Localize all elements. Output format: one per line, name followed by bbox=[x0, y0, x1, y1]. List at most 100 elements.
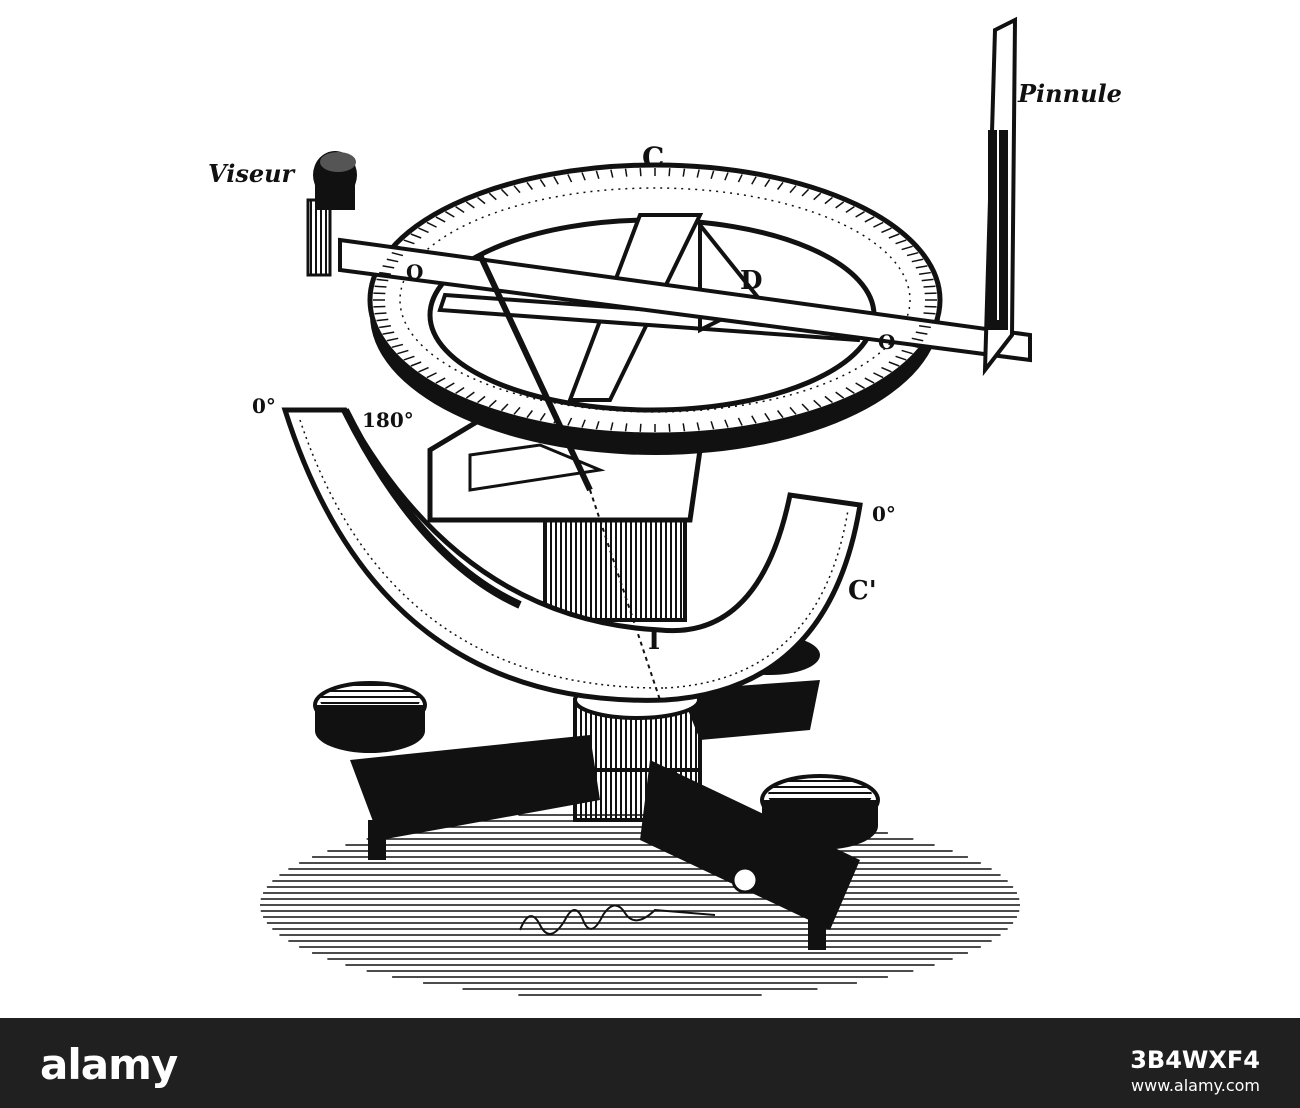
circle-tick bbox=[465, 391, 475, 399]
circle-tick bbox=[567, 417, 573, 426]
stock-url: www.alamy.com bbox=[1131, 1076, 1260, 1095]
circle-tick bbox=[445, 382, 455, 389]
circle-tick bbox=[376, 278, 389, 282]
instrument-drawing bbox=[260, 16, 1032, 996]
circle-tick bbox=[801, 188, 810, 197]
circle-tick bbox=[895, 355, 907, 361]
circle-tick bbox=[382, 265, 395, 269]
circle-tick bbox=[824, 196, 833, 205]
engraving-illustration: Viseur Pinnule C D O O 0° 180° 0° C' I bbox=[208, 16, 1122, 996]
circle-tick bbox=[435, 216, 446, 223]
circle-tick bbox=[376, 318, 389, 322]
circle-tick bbox=[426, 372, 437, 379]
circle-tick bbox=[813, 192, 822, 201]
circle-tick bbox=[789, 185, 797, 194]
vertical-arc bbox=[281, 407, 863, 703]
label-o-left: O bbox=[406, 260, 424, 284]
circle-tick bbox=[923, 312, 936, 315]
circle-tick bbox=[624, 168, 628, 177]
circle-tick bbox=[382, 331, 395, 335]
circle-tick bbox=[403, 239, 415, 245]
circle-tick bbox=[921, 318, 934, 322]
circle-tick bbox=[845, 206, 855, 213]
circle-tick bbox=[864, 377, 875, 384]
circle-tick bbox=[873, 372, 884, 379]
circle-tick bbox=[764, 178, 771, 188]
circle-tick bbox=[539, 178, 546, 188]
circle-tick bbox=[873, 221, 884, 228]
circle-tick bbox=[379, 325, 392, 329]
ground-hatching bbox=[260, 814, 1020, 996]
engraver-signature bbox=[519, 904, 716, 935]
circle-tick bbox=[682, 168, 686, 177]
circle-tick bbox=[921, 278, 934, 282]
circle-tick bbox=[918, 271, 931, 275]
circle-tick bbox=[500, 188, 509, 197]
circle-tick bbox=[835, 201, 845, 209]
circle-tick bbox=[567, 174, 573, 183]
circle-tick bbox=[845, 387, 855, 394]
circle-tick bbox=[397, 349, 409, 355]
circle-tick bbox=[710, 170, 715, 179]
horizontal-circle bbox=[338, 162, 1032, 701]
circle-tick bbox=[374, 285, 387, 288]
circle-tick bbox=[477, 395, 486, 404]
circle-tick bbox=[379, 271, 392, 275]
circle-tick bbox=[901, 349, 913, 355]
circle-tick bbox=[801, 403, 810, 412]
circle-tick bbox=[764, 412, 771, 422]
circle-tick bbox=[639, 423, 642, 432]
circle-tick bbox=[477, 196, 486, 205]
circle-tick bbox=[888, 233, 900, 239]
circle-tick bbox=[374, 312, 387, 315]
circle-tick bbox=[455, 387, 465, 394]
circle-tick bbox=[724, 172, 729, 181]
pinnule-vane bbox=[982, 16, 1018, 377]
circle-tick bbox=[553, 415, 559, 424]
circle-tick bbox=[751, 415, 757, 424]
circle-tick bbox=[455, 206, 465, 213]
circle-tick bbox=[776, 410, 784, 419]
circle-tick bbox=[610, 169, 614, 178]
circle-tick bbox=[668, 168, 671, 177]
label-c-prime: C' bbox=[848, 576, 877, 606]
circle-tick bbox=[391, 343, 404, 349]
circle-tick bbox=[855, 211, 865, 218]
circle-tick bbox=[488, 399, 497, 408]
circle-tick bbox=[500, 403, 509, 412]
circle-tick bbox=[526, 181, 534, 190]
circle-tick bbox=[724, 419, 729, 428]
circle-tick bbox=[888, 361, 900, 367]
circle-tick bbox=[737, 174, 743, 183]
circle-tick bbox=[595, 421, 600, 430]
label-viseur: Viseur bbox=[208, 159, 295, 188]
label-o-right: O bbox=[878, 330, 896, 354]
circle-tick bbox=[901, 245, 913, 251]
circle-tick bbox=[410, 361, 422, 367]
circle-tick bbox=[435, 377, 446, 384]
circle-tick bbox=[895, 239, 907, 245]
circle-tick bbox=[906, 343, 919, 349]
circle-tick bbox=[696, 169, 700, 178]
circle-tick bbox=[403, 355, 415, 361]
circle-tick bbox=[410, 233, 422, 239]
circle-tick bbox=[915, 265, 928, 269]
circle-tick bbox=[539, 412, 546, 422]
circle-tick bbox=[813, 399, 822, 408]
circle-tick bbox=[923, 285, 936, 288]
label-c: C bbox=[642, 141, 665, 174]
circle-tick bbox=[881, 227, 892, 234]
circle-tick bbox=[553, 176, 559, 185]
circle-tick bbox=[418, 366, 429, 373]
circle-tick bbox=[737, 417, 743, 426]
circle-tick bbox=[864, 216, 875, 223]
circle-tick bbox=[397, 245, 409, 251]
circle-tick bbox=[610, 422, 614, 431]
circle-tick bbox=[855, 382, 865, 389]
circle-tick bbox=[581, 419, 586, 428]
circle-tick bbox=[595, 170, 600, 179]
stock-code: 3B4WXF4 bbox=[1130, 1046, 1260, 1074]
label-i: I bbox=[648, 626, 661, 656]
circle-tick bbox=[696, 422, 700, 431]
circle-tick bbox=[682, 423, 686, 432]
